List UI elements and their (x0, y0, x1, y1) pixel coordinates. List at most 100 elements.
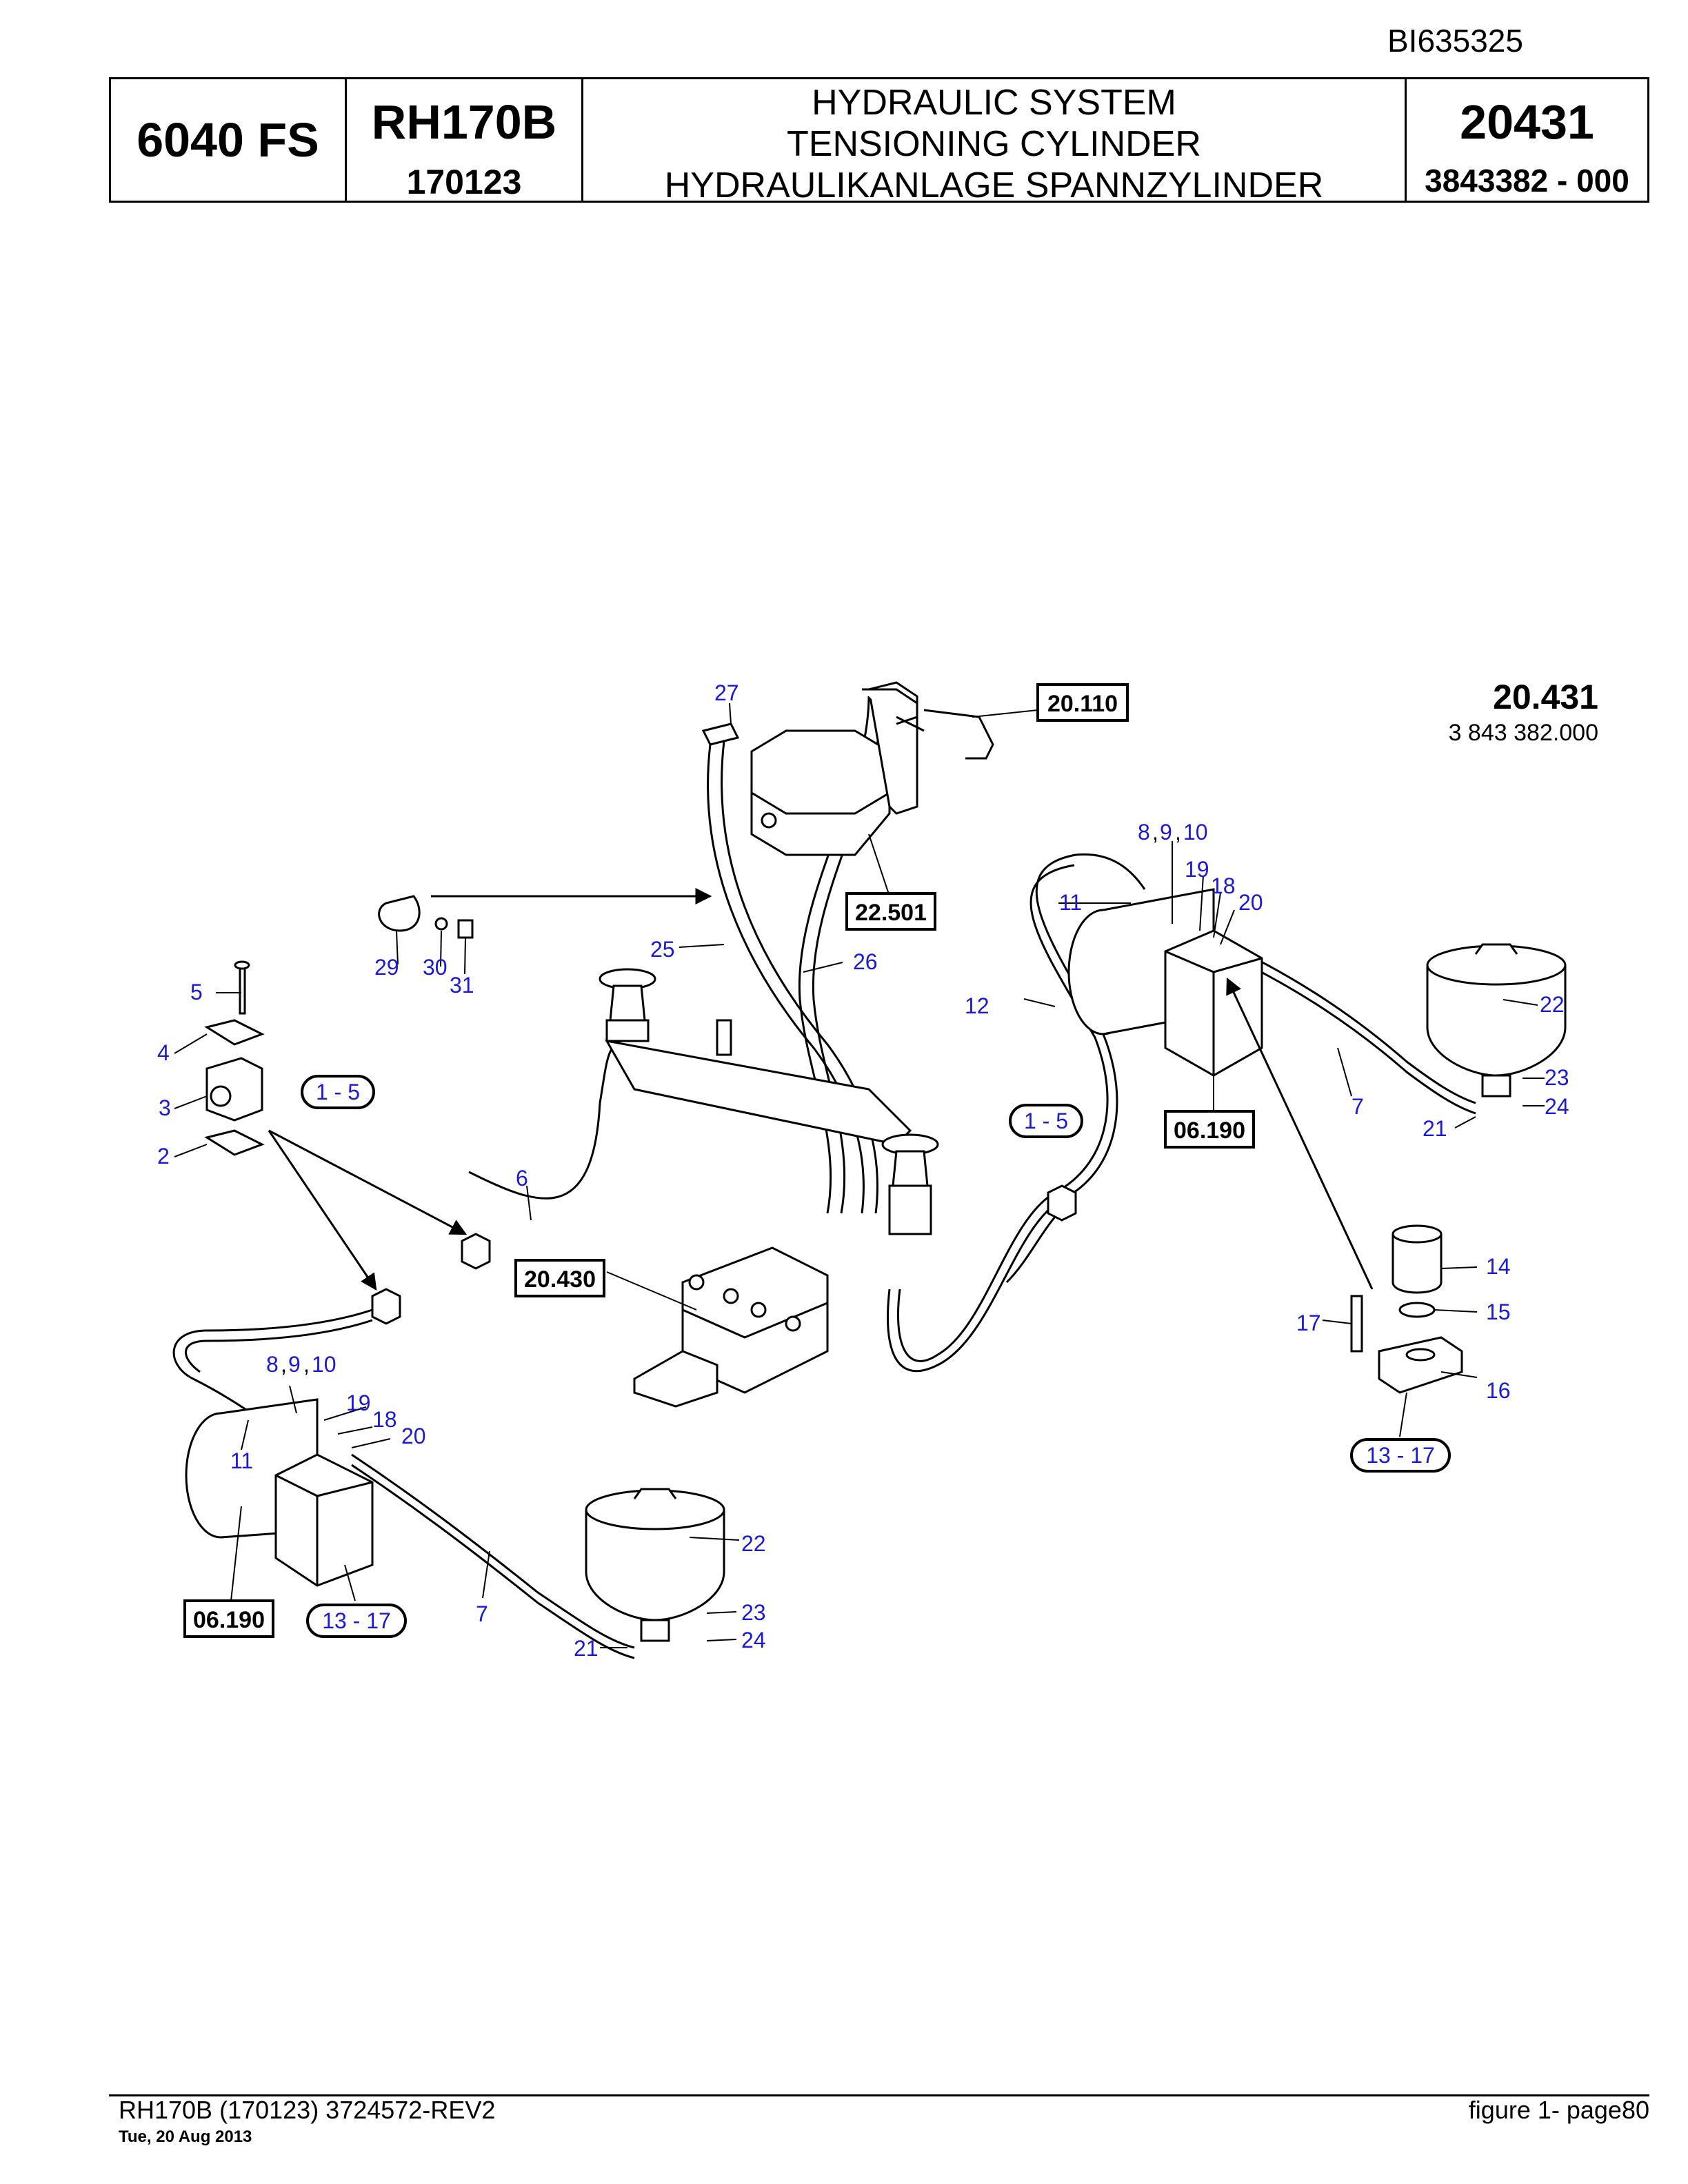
ref-box-20430: 20.430 (514, 1259, 605, 1297)
svg-text:06.190: 06.190 (193, 1607, 265, 1633)
part-label-27: 27 (714, 680, 739, 705)
part-label-18-upper: 18 (1211, 873, 1236, 898)
reference-boxes: 20.110 22.501 06.190 20.430 06.190 (183, 683, 1255, 1638)
part-label-19-upper: 19 (1185, 857, 1209, 882)
part-label-18-lower: 18 (372, 1407, 397, 1432)
part-label-30: 30 (423, 955, 448, 980)
range-callouts: 1 - 5 1 - 5 13 - 17 13 - 17 (301, 1075, 1451, 1638)
part-label-10-lower: 10 (312, 1352, 336, 1377)
callout-13-17-right: 13 - 17 (1350, 1438, 1451, 1473)
group-cell: 20431 3843382 - 000 (1407, 79, 1647, 201)
title-english: HYDRAULIC SYSTEM TENSIONING CYLINDER (787, 83, 1201, 164)
part-number: 3843382 - 000 (1425, 163, 1629, 199)
hose-left-loop (172, 1308, 373, 1422)
part-label-12: 12 (965, 993, 989, 1018)
document-id: BI635325 (1387, 23, 1523, 59)
part-label-26: 26 (853, 949, 878, 974)
svg-text:,: , (303, 1352, 310, 1377)
manifold-20430 (605, 1019, 912, 1408)
machine-cell: RH170B 170123 (347, 79, 583, 201)
part-label-25: 25 (650, 937, 675, 962)
ref-box-22501: 22.501 (845, 892, 936, 931)
leader-arrows (268, 888, 1374, 1291)
svg-text:13 - 17: 13 - 17 (322, 1608, 391, 1633)
footer-date: Tue, 20 Aug 2013 (119, 2127, 252, 2146)
relief-valves (599, 968, 939, 1235)
part-label-14: 14 (1486, 1254, 1511, 1279)
svg-text:20.430: 20.430 (524, 1266, 596, 1293)
svg-text:,: , (281, 1352, 287, 1377)
hose-7-upper (1240, 950, 1476, 1104)
part-label-9-lower: 9 (288, 1352, 301, 1377)
comma-separators: ,, ,, (281, 820, 1181, 1377)
part-label-2: 2 (157, 1144, 170, 1169)
leader-lines (174, 702, 1545, 1648)
svg-text:,: , (1175, 820, 1181, 845)
group-number-label: 20.431 (1493, 678, 1598, 716)
part-label-22-lower: 22 (741, 1531, 766, 1556)
model-code-cell: 6040 FS (111, 79, 347, 201)
part-label-11-upper: 11 (1059, 890, 1082, 915)
accumulators (585, 943, 1567, 1642)
model-code: 6040 FS (137, 113, 319, 167)
callout-1-5-right: 1 - 5 (1009, 1104, 1083, 1138)
part-label-5: 5 (190, 980, 203, 1004)
part-label-24-upper: 24 (1545, 1094, 1569, 1119)
ref-box-20110: 20.110 (1036, 683, 1129, 722)
svg-text:1 - 5: 1 - 5 (1024, 1109, 1068, 1133)
fittings-20110 (701, 688, 994, 760)
ref-box-06190-lower: 06.190 (183, 1599, 274, 1638)
part-label-19-lower: 19 (346, 1391, 371, 1415)
flange-parts (1350, 1224, 1463, 1394)
part-label-29: 29 (374, 955, 399, 980)
valve-block-22501 (750, 681, 918, 856)
cylinders-06190 (185, 888, 1263, 1587)
footer-divider (109, 2094, 1649, 2096)
machine-name: RH170B (371, 95, 557, 149)
group-number: 20431 (1460, 95, 1594, 149)
part-label-3: 3 (159, 1095, 171, 1120)
hose-12 (887, 853, 1146, 1373)
part-label-31: 31 (450, 973, 474, 998)
part-label-7-upper: 7 (1352, 1094, 1364, 1119)
hose-7-lower (351, 1453, 635, 1649)
part-label-11-lower: 11 (230, 1448, 253, 1473)
title-german: HYDRAULIKANLAGE SPANNZYLINDER (664, 165, 1324, 205)
svg-text:20.110: 20.110 (1047, 691, 1118, 717)
group-label: 20.431 3 843 382.000 (1449, 678, 1598, 746)
part-label-15: 15 (1486, 1300, 1511, 1324)
title-block: 6040 FS RH170B 170123 HYDRAULIC SYSTEM T… (109, 77, 1649, 205)
svg-text:1 - 5: 1 - 5 (316, 1080, 360, 1104)
svg-text:,: , (1152, 820, 1158, 845)
part-label-21-lower: 21 (574, 1636, 599, 1661)
ref-box-06190-upper: 06.190 (1164, 1110, 1255, 1149)
part-label-6: 6 (516, 1166, 528, 1191)
part-label-21-upper: 21 (1423, 1116, 1447, 1141)
part-label-24-lower: 24 (741, 1628, 766, 1652)
part-label-17: 17 (1296, 1311, 1321, 1335)
clamp-parts (204, 895, 1077, 1325)
svg-text:13 - 17: 13 - 17 (1366, 1443, 1435, 1468)
serial-number: 170123 (406, 163, 522, 201)
part-labels: 27 29 30 31 25 26 5 4 3 2 6 12 11 8 9 10… (157, 680, 1569, 1661)
svg-text:06.190: 06.190 (1174, 1118, 1245, 1144)
footer-document-ref: RH170B (170123) 3724572-REV2 (119, 2096, 496, 2124)
part-label-8-upper: 8 (1138, 820, 1150, 845)
part-label-4: 4 (157, 1040, 170, 1065)
callout-1-5-left: 1 - 5 (301, 1075, 375, 1109)
part-label-8-lower: 8 (266, 1352, 279, 1377)
hose-25 (707, 744, 865, 1214)
part-label-20-lower: 20 (401, 1424, 426, 1448)
callout-13-17-left: 13 - 17 (306, 1604, 407, 1638)
part-label-23-upper: 23 (1545, 1065, 1569, 1090)
group-part-label: 3 843 382.000 (1449, 720, 1598, 746)
part-label-10-upper: 10 (1183, 820, 1208, 845)
title-cell: HYDRAULIC SYSTEM TENSIONING CYLINDER HYD… (583, 79, 1407, 205)
part-label-23-lower: 23 (741, 1600, 766, 1625)
svg-text:22.501: 22.501 (855, 900, 927, 926)
part-label-16: 16 (1486, 1378, 1511, 1403)
part-label-7-lower: 7 (476, 1601, 488, 1626)
footer-page-ref: figure 1- page80 (1468, 2096, 1649, 2124)
hose-6 (468, 1040, 621, 1200)
